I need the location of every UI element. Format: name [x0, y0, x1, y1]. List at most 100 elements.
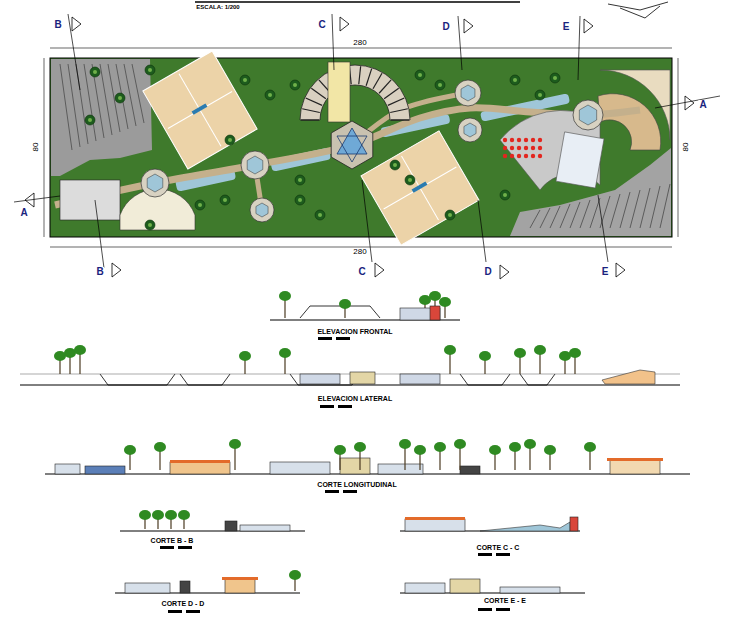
palm-crown: [454, 439, 466, 449]
parking-stripe: [132, 64, 144, 123]
palm-crown: [524, 439, 536, 449]
plaza-circle: [241, 151, 269, 179]
palm-crown: [414, 445, 426, 455]
section-arrow: [464, 19, 473, 33]
section-marker: D: [483, 267, 492, 277]
palm-crown: [569, 348, 581, 358]
section-arrow: [112, 263, 121, 277]
dimension-text: 80: [32, 142, 40, 153]
sports-court: [361, 131, 479, 245]
palm-crown: [514, 348, 526, 358]
main-walkway: [55, 108, 640, 205]
plaza-fountain: [461, 85, 475, 101]
tree-center: [148, 68, 152, 72]
roof-elevation: [602, 370, 655, 384]
tree-symbol: [265, 90, 275, 100]
tree-symbol: [145, 220, 155, 230]
building-elevation: [85, 466, 125, 474]
section-line: [95, 200, 104, 268]
tree-center: [243, 78, 247, 82]
seating-row: [391, 119, 409, 120]
tree-symbol: [195, 200, 205, 210]
scale-bar: [496, 553, 510, 556]
court-line: [402, 156, 439, 220]
building-elevation: [340, 458, 370, 474]
depression: [180, 374, 230, 385]
dimension-line: [678, 58, 679, 237]
roof-band: [222, 577, 258, 580]
tree-symbol: [85, 115, 95, 125]
parking-stripe: [640, 188, 650, 228]
fan-seating: [598, 94, 661, 150]
tree-symbol: [295, 175, 305, 185]
seating-row: [390, 109, 408, 113]
tree-symbol: [115, 93, 125, 103]
palm-crown: [279, 291, 291, 301]
title-rule: [195, 1, 520, 3]
seating-row: [301, 119, 319, 120]
dimension-line: [44, 58, 45, 237]
pool: [556, 132, 604, 188]
tree-center: [538, 93, 542, 97]
scale-bar: [325, 490, 339, 493]
table-dot: [517, 138, 521, 142]
depression: [290, 374, 360, 385]
tree-center: [88, 118, 92, 122]
tree-center: [298, 178, 302, 182]
scale-bar: [168, 610, 182, 613]
palm-crown: [154, 442, 166, 452]
tree-symbol: [415, 70, 425, 80]
central-star: [337, 136, 367, 162]
scale-bar: [320, 405, 334, 408]
tree-symbol: [220, 195, 230, 205]
section-arrow: [500, 265, 509, 279]
table-dot: [531, 138, 535, 142]
parking-stripe: [550, 206, 560, 228]
view-title: CORTE LONGITUDINAL: [316, 481, 397, 488]
tree-center: [408, 178, 412, 182]
palm-crown: [489, 445, 501, 455]
seating-row: [388, 98, 404, 105]
parking-stripe: [570, 202, 580, 228]
tree-symbol: [445, 210, 455, 220]
tree-center: [393, 163, 397, 167]
section-marker: D: [441, 22, 450, 32]
plaza-fountain: [464, 123, 476, 137]
tree-symbol: [435, 80, 445, 90]
tree-symbol: [240, 75, 250, 85]
table-dot: [531, 154, 535, 158]
table-dot: [538, 138, 542, 142]
depression: [520, 374, 555, 385]
tree-symbol: [225, 135, 235, 145]
table-dot: [538, 154, 542, 158]
section-marker: C: [357, 267, 366, 277]
building-elevation: [378, 464, 423, 474]
depression: [460, 374, 510, 385]
palm-crown: [239, 351, 251, 361]
palm-crown: [229, 439, 241, 449]
section-marker: A: [698, 100, 707, 110]
plaza-fountain: [147, 174, 163, 192]
table-dot: [524, 138, 528, 142]
north-symbol: [608, 2, 668, 18]
site-plan: [14, 2, 720, 279]
tree-center: [418, 73, 422, 77]
sports-court: [143, 51, 257, 169]
entrance-building: [60, 180, 120, 220]
section-line: [14, 196, 60, 202]
table-dot: [524, 146, 528, 150]
palm-crown: [439, 297, 451, 307]
palm-crown: [429, 291, 441, 301]
tree-symbol: [315, 210, 325, 220]
court-line: [179, 74, 221, 147]
scale-bar: [496, 608, 510, 611]
table-dot: [510, 138, 514, 142]
palm-crown: [334, 445, 346, 455]
parking-stripe: [650, 186, 660, 228]
table-dot: [503, 154, 507, 158]
scale-bar: [478, 608, 492, 611]
tree-symbol: [405, 175, 415, 185]
palm-crown: [399, 439, 411, 449]
